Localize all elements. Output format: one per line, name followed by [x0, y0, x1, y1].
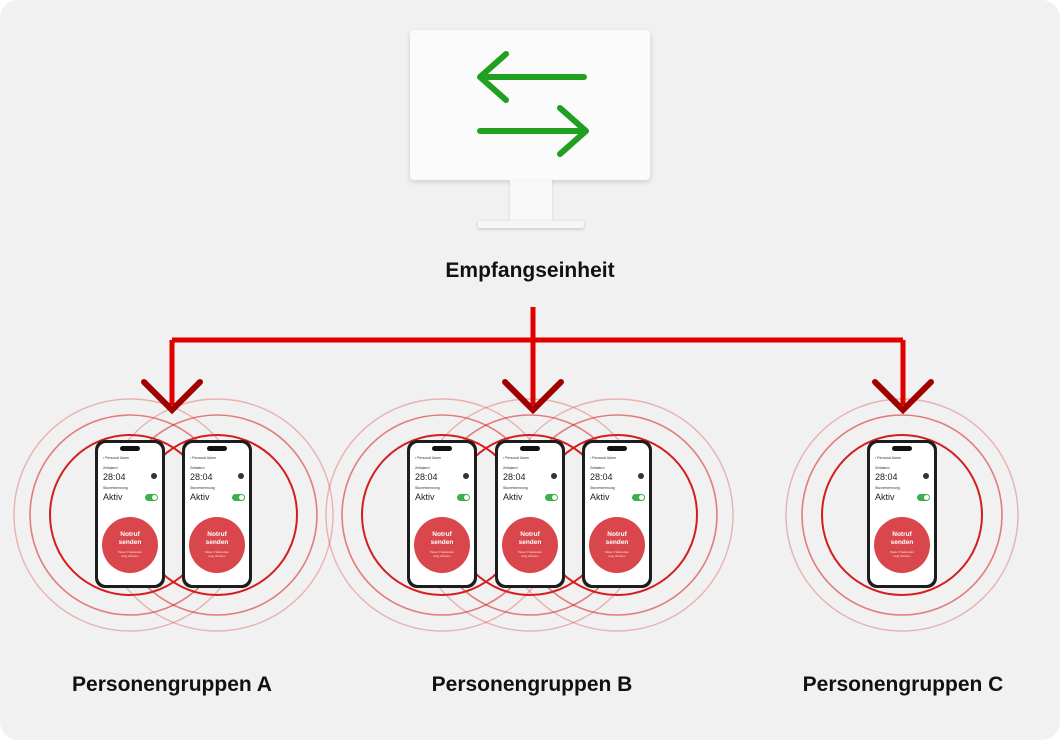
dynamic-island: [207, 446, 227, 451]
timer-label: Zeitalarm: [590, 466, 605, 470]
fall-detection-toggle[interactable]: [917, 494, 930, 501]
emergency-button-label: Notruf senden: [118, 531, 142, 546]
phone-screen: ‹ Personal Alarm Zeitalarm 28:04 Sturzer…: [585, 443, 649, 585]
emergency-hint: Taste 3 Sekunden lang drücken: [517, 550, 543, 558]
fall-detection-label: Sturzerkennung: [190, 486, 215, 490]
smartphone: ‹ Personal Alarm Zeitalarm 28:04 Sturzer…: [495, 440, 565, 588]
phone-screen: ‹ Personal Alarm Zeitalarm 28:04 Sturzer…: [98, 443, 162, 585]
emergency-button-label: Notruf senden: [205, 531, 229, 546]
smartphone: ‹ Personal Alarm Zeitalarm 28:04 Sturzer…: [582, 440, 652, 588]
timer-value: 28:04: [875, 472, 898, 482]
fall-detection-label: Sturzerkennung: [415, 486, 440, 490]
app-title: ‹ Personal Alarm: [503, 456, 529, 460]
timer-label: Zeitalarm: [103, 466, 118, 470]
dynamic-island: [607, 446, 627, 451]
app-title: ‹ Personal Alarm: [103, 456, 129, 460]
close-icon[interactable]: [923, 473, 929, 479]
emergency-hint: Taste 3 Sekunden lang drücken: [889, 550, 915, 558]
close-icon[interactable]: [151, 473, 157, 479]
monitor-base: [478, 221, 584, 228]
arrow-down-icon: [872, 379, 934, 415]
timer-label: Zeitalarm: [190, 466, 205, 470]
fall-detection-toggle[interactable]: [145, 494, 158, 501]
phone-screen: ‹ Personal Alarm Zeitalarm 28:04 Sturzer…: [185, 443, 249, 585]
smartphone: ‹ Personal Alarm Zeitalarm 28:04 Sturzer…: [95, 440, 165, 588]
group-c-label: Personengruppen C: [802, 673, 1004, 696]
timer-value: 28:04: [103, 472, 126, 482]
timer-value: 28:04: [415, 472, 438, 482]
timer-value: 28:04: [590, 472, 613, 482]
fall-detection-label: Sturzerkennung: [503, 486, 528, 490]
dynamic-island: [892, 446, 912, 451]
phone-screen: ‹ Personal Alarm Zeitalarm 28:04 Sturzer…: [410, 443, 474, 585]
smartphone: ‹ Personal Alarm Zeitalarm 28:04 Sturzer…: [867, 440, 937, 588]
timer-label: Zeitalarm: [415, 466, 430, 470]
signal-ring: [801, 414, 1003, 616]
group-a-label: Personengruppen A: [72, 673, 272, 696]
fall-detection-status: Aktiv: [875, 492, 895, 502]
emergency-button-label: Notruf senden: [890, 531, 914, 546]
dynamic-island: [432, 446, 452, 451]
emergency-button-label: Notruf senden: [430, 531, 454, 546]
app-title: ‹ Personal Alarm: [415, 456, 441, 460]
close-icon[interactable]: [638, 473, 644, 479]
timer-value: 28:04: [190, 472, 213, 482]
emergency-button-label: Notruf senden: [518, 531, 542, 546]
fall-detection-status: Aktiv: [415, 492, 435, 502]
arrow-down-icon: [141, 379, 203, 415]
emergency-hint: Taste 3 Sekunden lang drücken: [204, 550, 230, 558]
fall-detection-toggle[interactable]: [232, 494, 245, 501]
monitor: [410, 30, 650, 180]
group-b-label: Personengruppen B: [431, 673, 633, 696]
app-title: ‹ Personal Alarm: [875, 456, 901, 460]
phone-screen: ‹ Personal Alarm Zeitalarm 28:04 Sturzer…: [870, 443, 934, 585]
phone-screen: ‹ Personal Alarm Zeitalarm 28:04 Sturzer…: [498, 443, 562, 585]
app-title: ‹ Personal Alarm: [590, 456, 616, 460]
close-icon[interactable]: [238, 473, 244, 479]
fall-detection-toggle[interactable]: [632, 494, 645, 501]
emergency-button-label: Notruf senden: [605, 531, 629, 546]
timer-value: 28:04: [503, 472, 526, 482]
receiver-label: Empfangseinheit: [445, 259, 615, 282]
timer-label: Zeitalarm: [875, 466, 890, 470]
fall-detection-label: Sturzerkennung: [590, 486, 615, 490]
emergency-hint: Taste 3 Sekunden lang drücken: [117, 550, 143, 558]
fall-detection-status: Aktiv: [590, 492, 610, 502]
dynamic-island: [120, 446, 140, 451]
app-title: ‹ Personal Alarm: [190, 456, 216, 460]
connection-line: [169, 307, 906, 405]
fall-detection-status: Aktiv: [103, 492, 123, 502]
smartphone: ‹ Personal Alarm Zeitalarm 28:04 Sturzer…: [182, 440, 252, 588]
signal-ring: [821, 434, 983, 596]
emergency-hint: Taste 3 Sekunden lang drücken: [429, 550, 455, 558]
fall-detection-toggle[interactable]: [545, 494, 558, 501]
monitor-stand: [510, 180, 552, 222]
smartphone: ‹ Personal Alarm Zeitalarm 28:04 Sturzer…: [407, 440, 477, 588]
fall-detection-label: Sturzerkennung: [875, 486, 900, 490]
fall-detection-label: Sturzerkennung: [103, 486, 128, 490]
arrow-down-icon: [502, 379, 564, 415]
close-icon[interactable]: [463, 473, 469, 479]
emergency-hint: Taste 3 Sekunden lang drücken: [604, 550, 630, 558]
fall-detection-status: Aktiv: [190, 492, 210, 502]
transfer-arrows-icon: [477, 51, 589, 157]
close-icon[interactable]: [551, 473, 557, 479]
fall-detection-toggle[interactable]: [457, 494, 470, 501]
dynamic-island: [520, 446, 540, 451]
timer-label: Zeitalarm: [503, 466, 518, 470]
fall-detection-status: Aktiv: [503, 492, 523, 502]
